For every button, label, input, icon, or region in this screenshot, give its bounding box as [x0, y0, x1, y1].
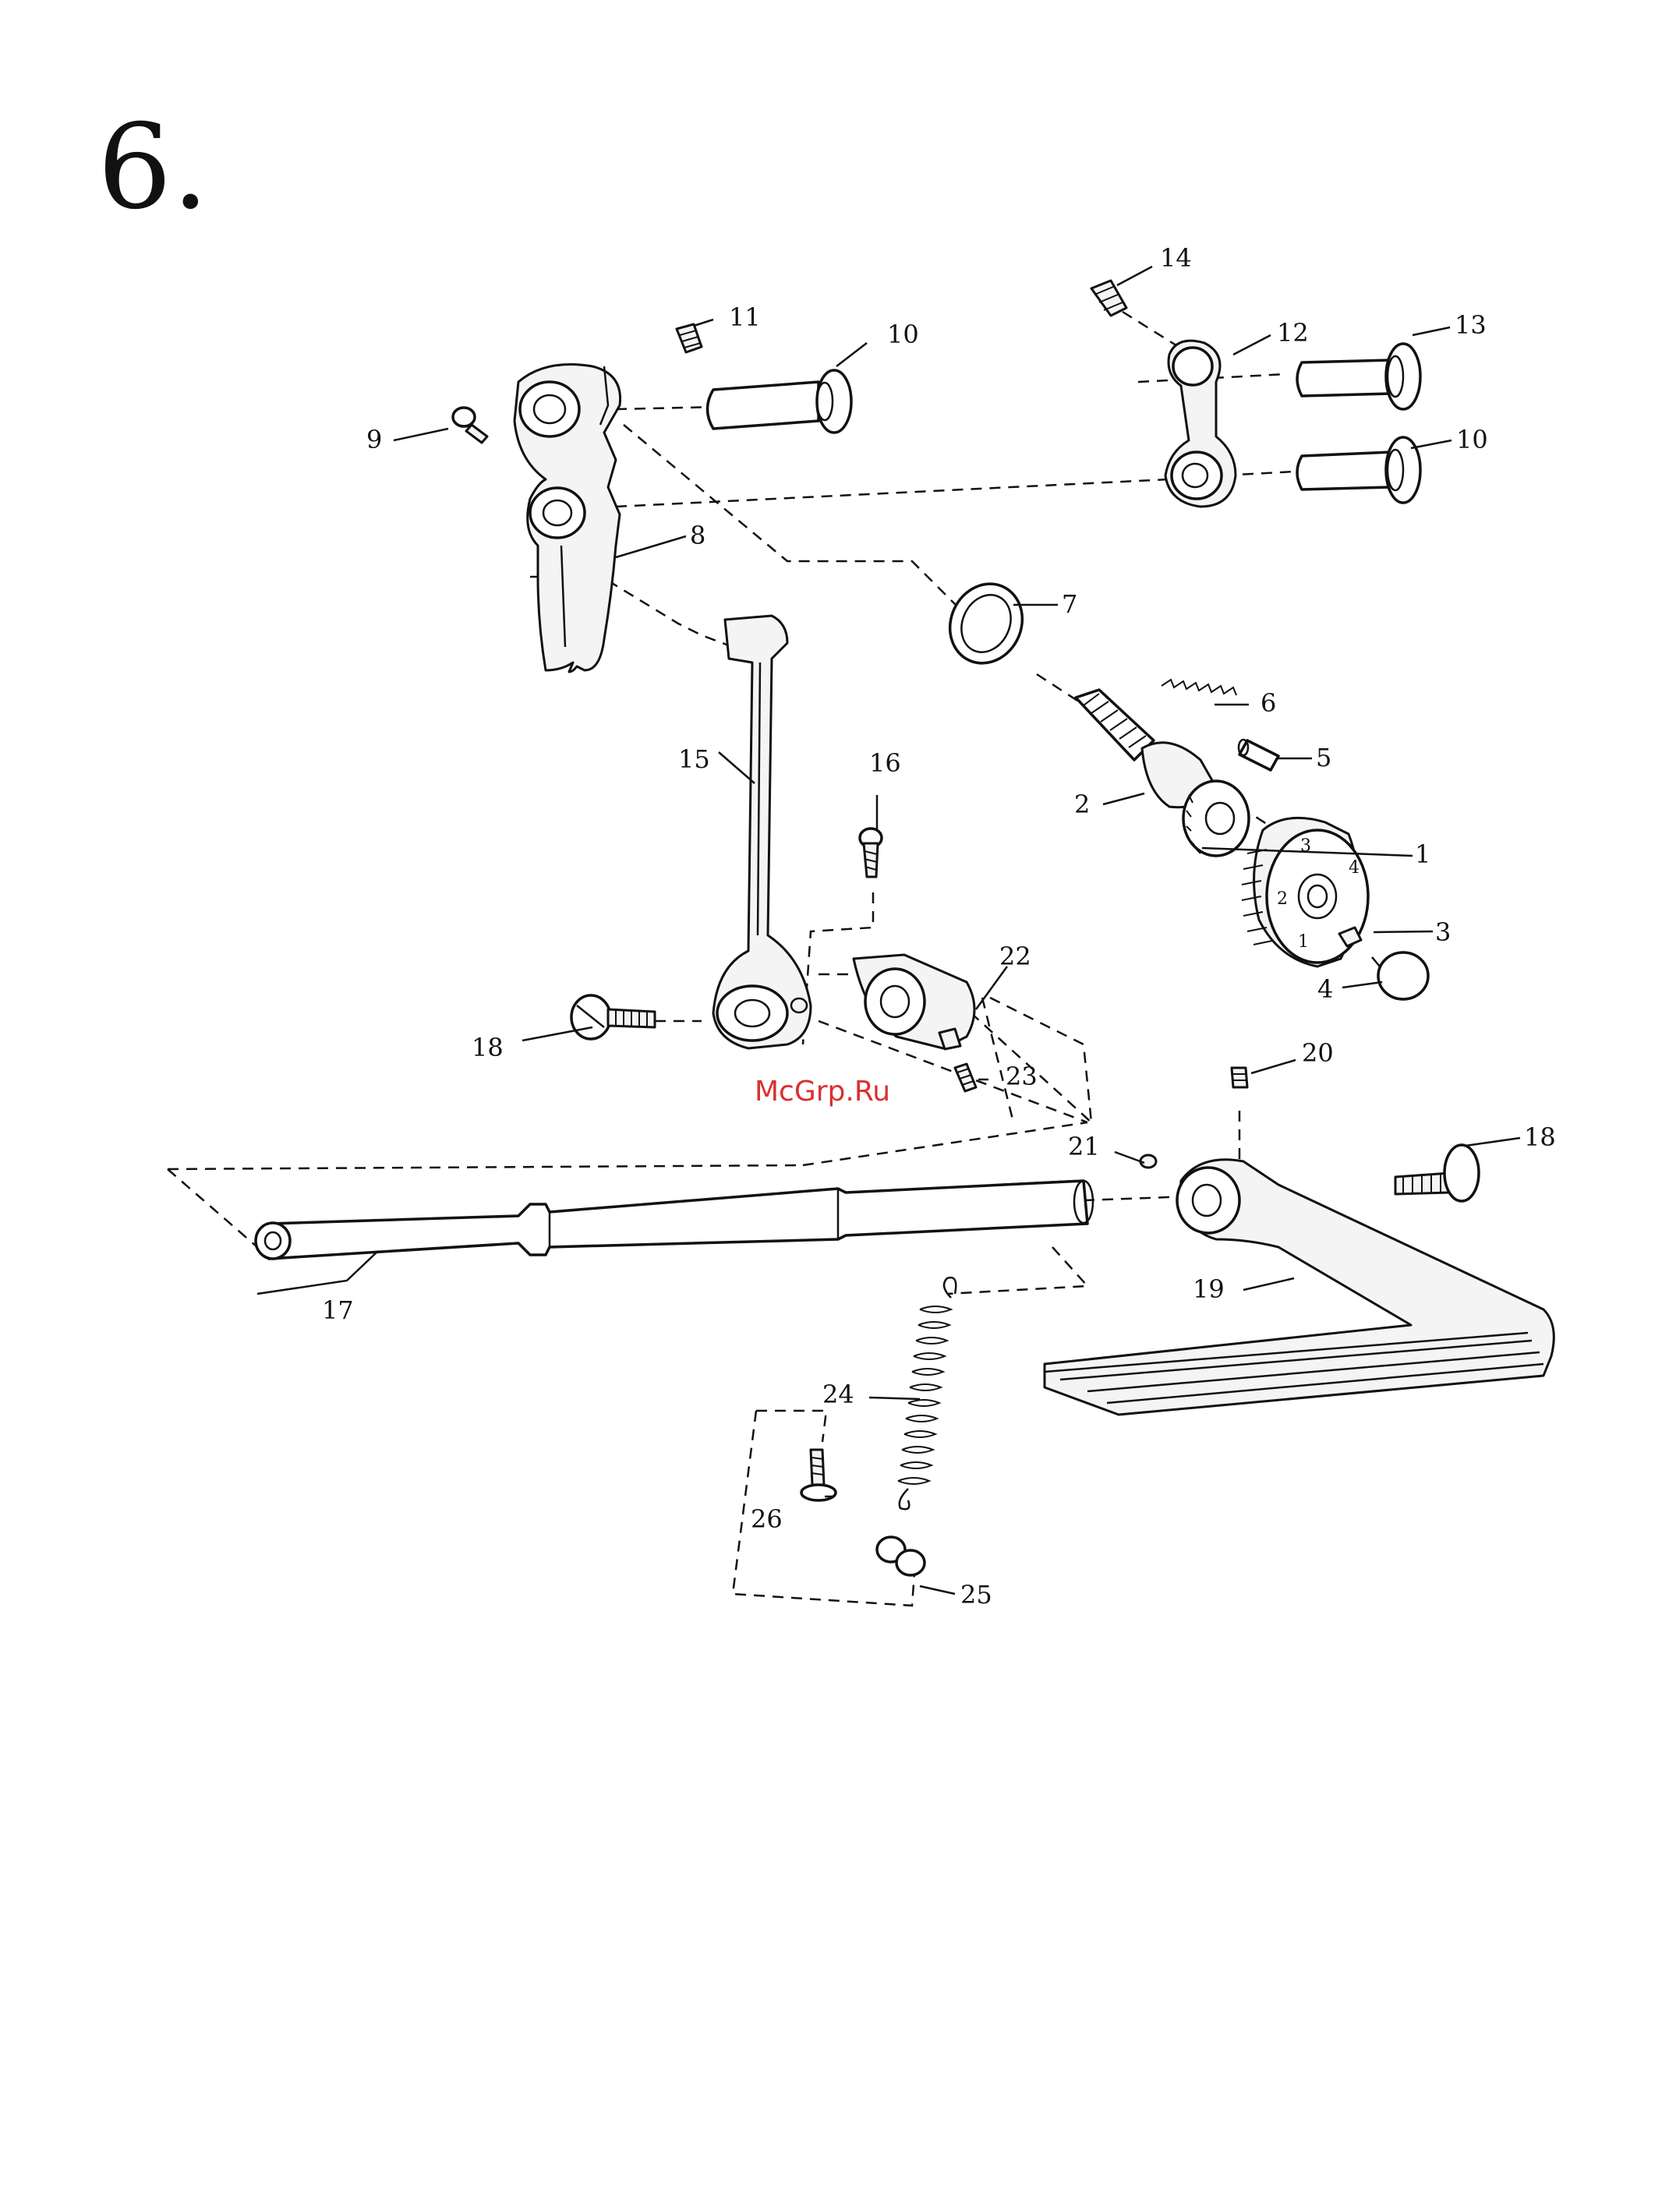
part-17-main-shaft [256, 1181, 1093, 1259]
part-22-collar [854, 955, 974, 1049]
callout-20: 20 [1302, 1038, 1334, 1068]
part-10-shoulder-pin-lower [1297, 437, 1420, 503]
part-7-ring [937, 572, 1035, 675]
part-4-cap [1372, 952, 1428, 999]
part-20-set-screw [1232, 1068, 1247, 1087]
callout-17: 17 [322, 1295, 354, 1325]
callout-10-upper: 10 [887, 320, 919, 349]
part-5-pin [1239, 740, 1278, 770]
callout-5: 5 [1316, 743, 1331, 772]
part-18-screw-left [571, 995, 655, 1039]
callout-6: 6 [1261, 688, 1276, 718]
part-15-connecting-rod [713, 616, 811, 1048]
callout-8: 8 [690, 521, 705, 550]
part-16-screw [860, 829, 882, 877]
callout-labels: 1 2 3 4 5 6 7 8 9 10 10 11 12 13 14 15 1… [322, 243, 1556, 1610]
callout-1: 1 [1415, 839, 1430, 869]
part-6-spring [1162, 680, 1236, 695]
part-24-spring [898, 1277, 956, 1509]
callout-9: 9 [366, 425, 382, 454]
dial-digit-4: 4 [1349, 858, 1360, 878]
part-26-screw [801, 1450, 836, 1500]
part-23-set-screw [955, 1064, 976, 1091]
part-25-eyelet [877, 1537, 925, 1575]
part-12-link [1165, 341, 1236, 507]
part-9-screw [453, 408, 487, 443]
part-19-knee-lever [1045, 1160, 1554, 1415]
part-18-screw-right [1395, 1145, 1479, 1201]
part-2-threaded-shaft [1076, 690, 1249, 856]
callout-13: 13 [1455, 310, 1487, 340]
callout-2: 2 [1074, 790, 1090, 819]
callout-15: 15 [678, 744, 710, 774]
callout-18-left: 18 [472, 1033, 504, 1062]
callout-7: 7 [1062, 589, 1077, 619]
part-14-screw [1091, 281, 1126, 316]
callout-18-right: 18 [1524, 1122, 1556, 1152]
callout-14: 14 [1160, 243, 1192, 273]
dial-digit-1: 1 [1298, 932, 1309, 952]
dial-digit-2: 2 [1277, 889, 1288, 909]
part-11-set-screw [677, 324, 702, 352]
callout-23: 23 [1006, 1062, 1038, 1091]
callout-12: 12 [1277, 318, 1309, 348]
callout-4: 4 [1317, 974, 1333, 1004]
watermark: McGrp.Ru [755, 1076, 890, 1108]
part-8-rocker-arm [514, 365, 621, 673]
callout-10-lower: 10 [1456, 425, 1488, 454]
callout-19: 19 [1193, 1274, 1225, 1304]
part-10-shoulder-pin-upper [708, 370, 852, 433]
callout-21: 21 [1068, 1132, 1100, 1161]
callout-3: 3 [1435, 917, 1451, 947]
callout-25: 25 [960, 1580, 992, 1610]
callout-16: 16 [869, 748, 901, 778]
callout-22: 22 [999, 942, 1031, 971]
part-13-shoulder-pin [1297, 344, 1420, 409]
callout-11: 11 [729, 302, 761, 332]
callout-24: 24 [822, 1380, 854, 1409]
callout-26: 26 [751, 1504, 783, 1534]
